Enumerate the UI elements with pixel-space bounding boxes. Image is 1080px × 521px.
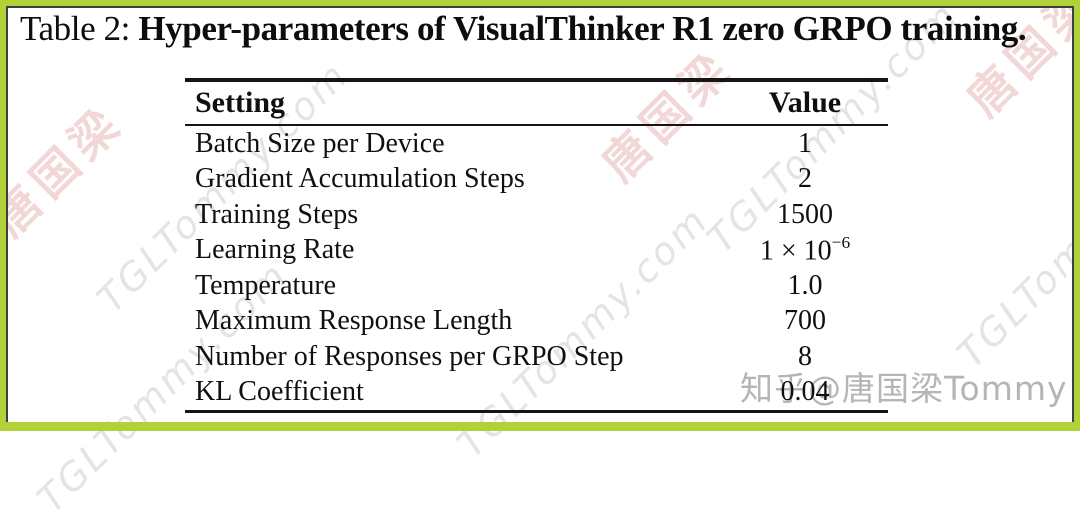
table-row: Learning Rate 1 × 10−6: [185, 233, 888, 269]
value-cell: 1 × 10−6: [722, 233, 888, 267]
table-top-rule: [185, 78, 888, 82]
value-cell: 1.0: [787, 269, 823, 301]
setting-cell: Batch Size per Device: [195, 127, 445, 159]
setting-cell: Learning Rate: [195, 234, 355, 266]
table-row: Batch Size per Device 1: [185, 126, 888, 162]
watermark-cjk: 唐国梁: [0, 95, 134, 246]
table-header-rule: [185, 124, 888, 126]
value-cell: 1: [798, 127, 812, 159]
table-header-row: Setting Value: [185, 82, 888, 124]
table-row: Temperature 1.0: [185, 268, 888, 304]
value-cell: 700: [784, 305, 826, 337]
value-cell: 0.04: [780, 376, 830, 408]
column-header-setting: Setting: [195, 86, 285, 119]
watermark-url: TGLTommy.com: [948, 107, 1080, 377]
caption-label: Table 2:: [20, 9, 139, 48]
table-row: Number of Responses per GRPO Step 8: [185, 339, 888, 375]
caption-title: Hyper-parameters of VisualThinker R1 zer…: [138, 9, 1027, 48]
table-row: Gradient Accumulation Steps 2: [185, 162, 888, 198]
setting-cell: Maximum Response Length: [195, 305, 513, 337]
value-base: 1 × 10: [759, 235, 832, 267]
table-row: Training Steps 1500: [185, 197, 888, 233]
table-bottom-rule: [185, 410, 888, 413]
setting-cell: Gradient Accumulation Steps: [195, 163, 525, 195]
setting-cell: Number of Responses per GRPO Step: [195, 340, 624, 372]
hyperparameters-table: Setting Value Batch Size per Device 1 Gr…: [185, 78, 888, 413]
value-cell: 1500: [777, 198, 833, 230]
setting-cell: KL Coefficient: [195, 376, 364, 408]
value-cell: 2: [798, 163, 812, 195]
table-row: Maximum Response Length 700: [185, 304, 888, 340]
setting-cell: Training Steps: [195, 198, 359, 230]
table-row: KL Coefficient 0.04: [185, 375, 888, 411]
value-cell: 8: [798, 340, 812, 372]
zhihu-author-watermark: 知乎@唐国梁Tommy: [740, 369, 1068, 408]
setting-cell: Temperature: [195, 269, 337, 301]
table-caption: Table 2: Hyper-parameters of VisualThink…: [20, 9, 1027, 49]
value-exponent: −6: [831, 233, 851, 253]
column-header-value: Value: [768, 86, 842, 119]
